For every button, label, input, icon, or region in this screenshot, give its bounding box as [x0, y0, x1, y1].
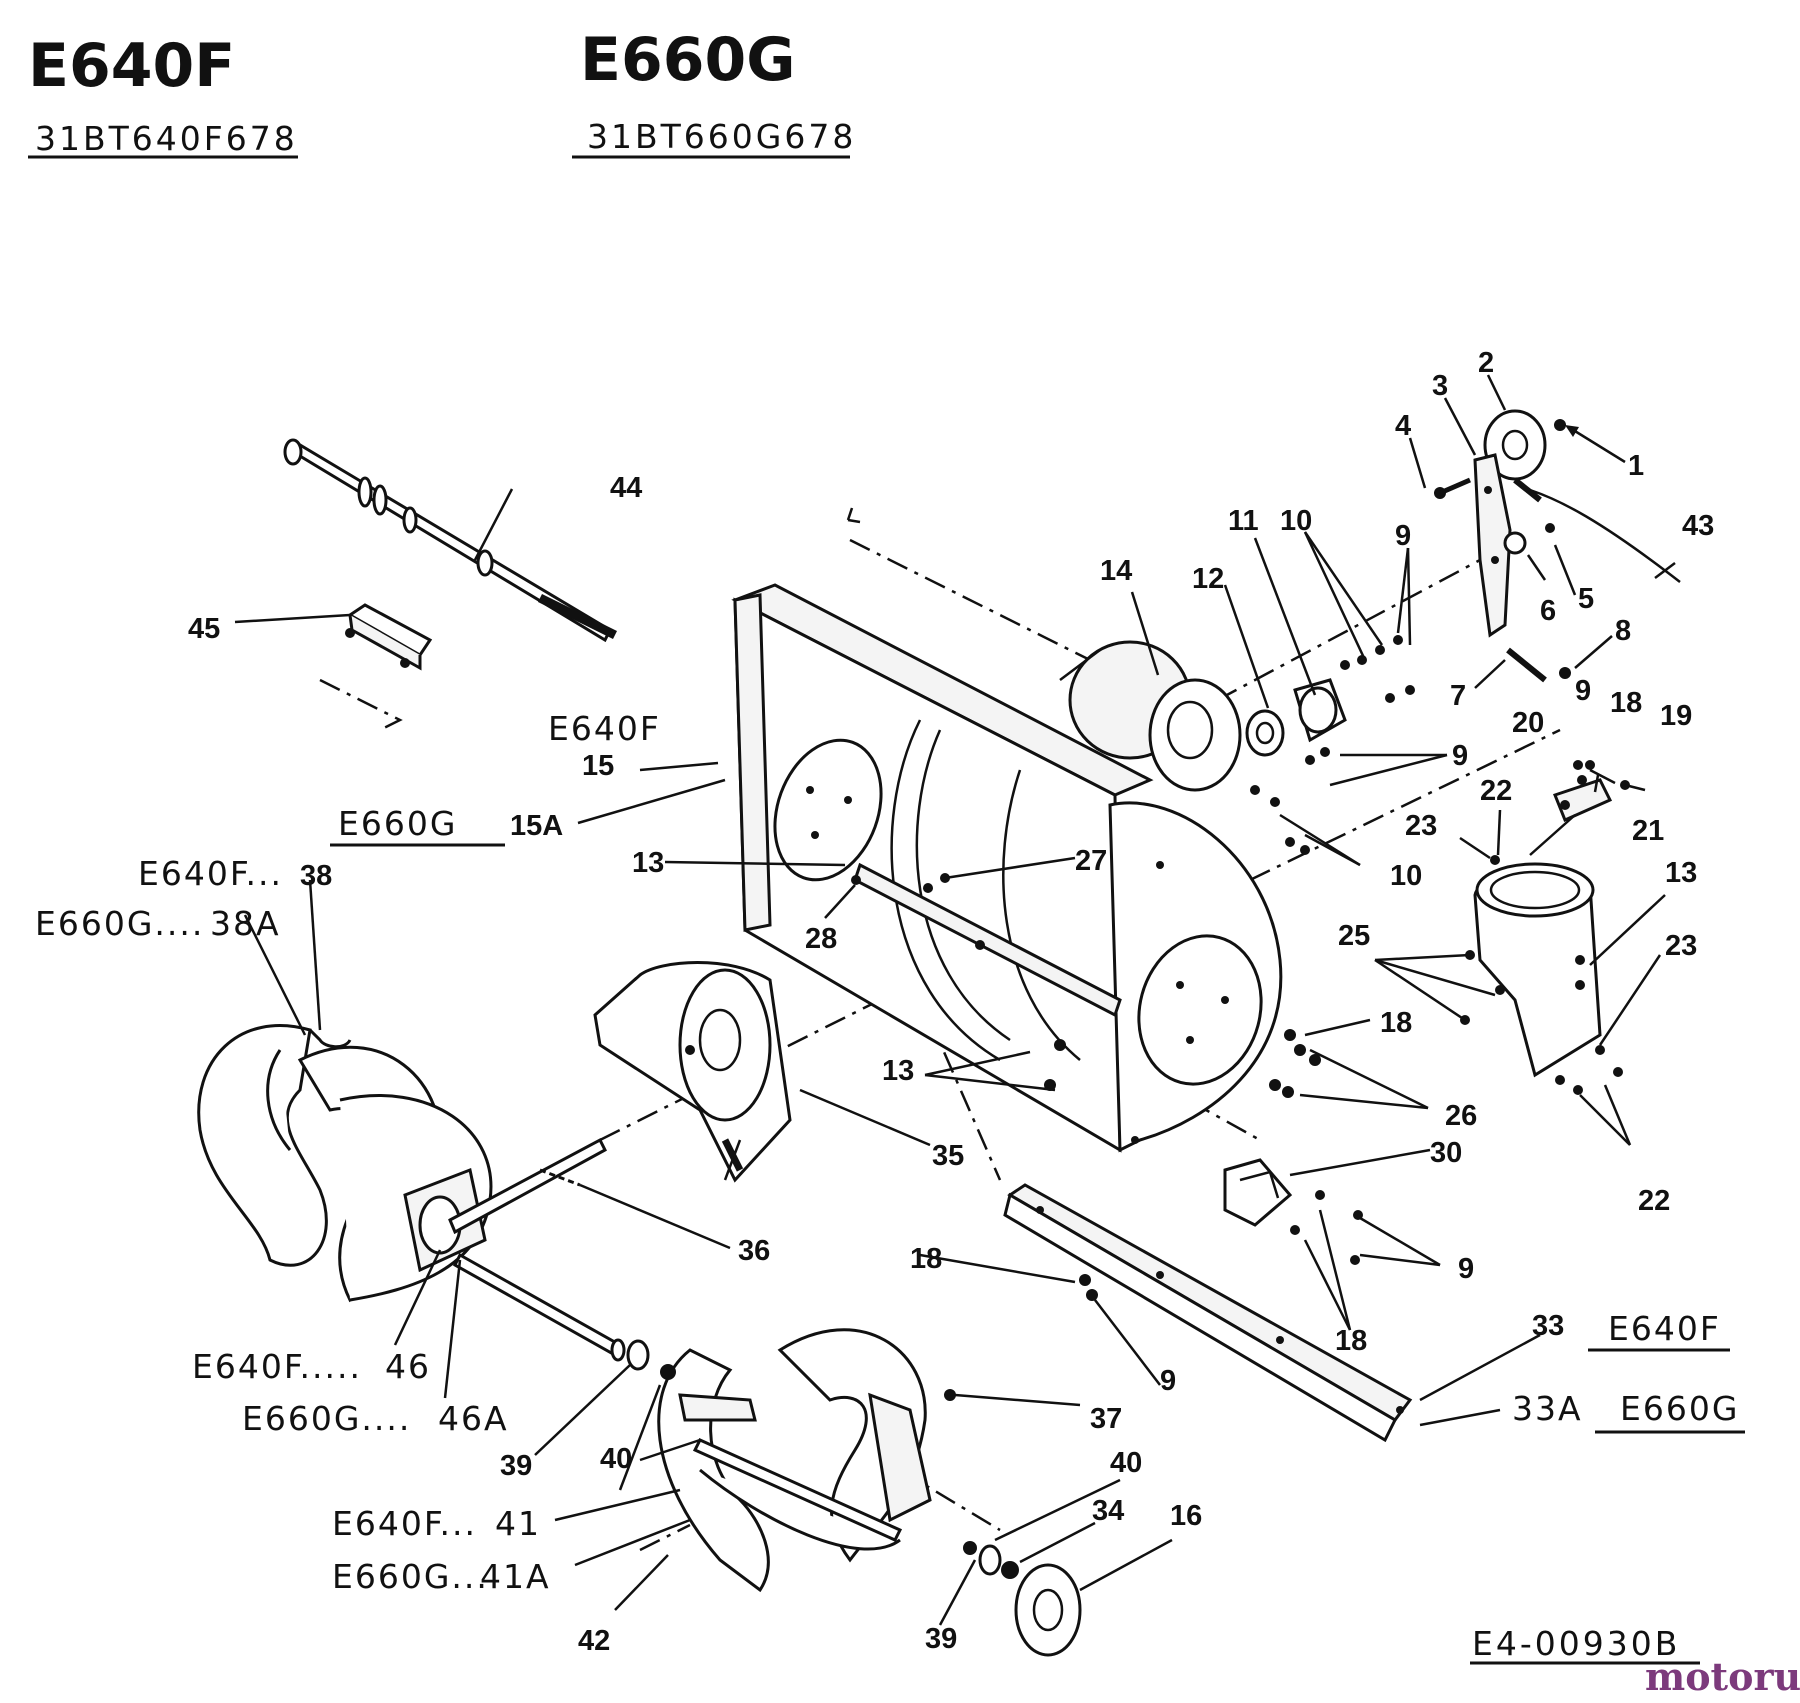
callout-42: 42: [578, 1625, 610, 1657]
callout-12: 12: [1192, 563, 1224, 595]
callout-11: 11: [1228, 505, 1259, 537]
callout-10-a: 10: [1280, 505, 1312, 537]
callout-22-a: 22: [1480, 775, 1512, 807]
auger-housing: [731, 583, 1283, 1153]
model-code-right: 31BT660G678: [587, 117, 856, 156]
callout-35: 35: [932, 1140, 964, 1172]
misc-hardware: [626, 873, 1321, 1657]
callout-46: 46: [385, 1347, 431, 1386]
callout-9-d: 9: [1458, 1253, 1474, 1285]
callout-25: 25: [1338, 920, 1370, 952]
callout-9-b: 9: [1452, 740, 1468, 772]
impeller: [593, 961, 792, 1183]
callout-26: 26: [1445, 1100, 1477, 1132]
callout-8: 8: [1615, 615, 1631, 647]
skid-shoe: [1223, 1158, 1363, 1265]
callout-30: 30: [1430, 1137, 1462, 1169]
callout-40-b: 40: [1110, 1447, 1142, 1479]
callout-9-c: 9: [1575, 675, 1591, 707]
left-auger: [197, 1024, 626, 1362]
watermark-logo: motoruf.de: [1645, 1654, 1800, 1698]
callout-44: 44: [610, 472, 642, 504]
prefix-33a: E660G: [1620, 1389, 1739, 1428]
callout-23-b: 23: [1665, 930, 1697, 962]
model-prefix-labels: E640F E660G E640F... E660G.... E640F....…: [35, 709, 1745, 1596]
callout-18-a: 18: [1610, 687, 1642, 719]
callout-6: 6: [1540, 595, 1556, 627]
prefix-38: E640F...: [138, 854, 283, 893]
callout-15: 15: [582, 750, 614, 782]
callout-9-a: 9: [1395, 520, 1411, 552]
callout-38a: 38A: [210, 904, 281, 943]
callout-36: 36: [738, 1235, 770, 1267]
callout-9-e: 9: [1160, 1365, 1176, 1397]
callout-13-c: 13: [882, 1055, 914, 1087]
prefix-46: E640F.....: [192, 1347, 362, 1386]
callout-13-a: 13: [632, 847, 664, 879]
prefix-41: E640F...: [332, 1504, 477, 1543]
callout-39-a: 39: [500, 1450, 532, 1482]
callout-1: 1: [1628, 450, 1644, 482]
callout-43: 43: [1682, 510, 1714, 542]
prefix-33: E640F: [1608, 1309, 1721, 1348]
callout-38: 38: [300, 860, 332, 892]
bearing-flange: [1245, 635, 1415, 855]
model-title-right: E660G: [580, 25, 795, 95]
prefix-38a: E660G....: [35, 904, 204, 943]
callout-45: 45: [188, 613, 220, 645]
model-title-left: E640F: [28, 31, 235, 101]
callout-22-b: 22: [1638, 1185, 1670, 1217]
callout-37: 37: [1090, 1403, 1122, 1435]
callout-23-a: 23: [1405, 810, 1437, 842]
callout-33: 33: [1532, 1310, 1564, 1342]
callout-41a: 41A: [480, 1557, 551, 1596]
callout-3: 3: [1432, 370, 1448, 402]
callout-18-c: 18: [910, 1243, 942, 1275]
callout-15a: 15A: [510, 810, 563, 842]
prefix-15: E640F: [548, 709, 661, 748]
scraper-bar: [1003, 1183, 1413, 1443]
prefix-15a: E660G: [338, 804, 457, 843]
callout-2: 2: [1478, 347, 1494, 379]
callout-13-b: 13: [1665, 857, 1697, 889]
right-auger: [639, 1328, 932, 1593]
callout-46a: 46A: [438, 1399, 509, 1438]
callout-18-d: 18: [1335, 1325, 1367, 1357]
callout-18-b: 18: [1380, 1007, 1412, 1039]
callout-39-b: 39: [925, 1623, 957, 1655]
callout-41: 41: [495, 1504, 541, 1543]
callout-16: 16: [1170, 1500, 1202, 1532]
chute-assembly: [1460, 760, 1630, 1095]
callout-10-b: 10: [1390, 860, 1422, 892]
impeller-shaft: [283, 438, 617, 643]
callout-4: 4: [1395, 410, 1411, 442]
callout-5: 5: [1578, 583, 1594, 615]
idler-bracket: [1434, 409, 1681, 683]
diagram-code: E4-00930B: [1472, 1624, 1680, 1663]
callout-21: 21: [1632, 815, 1664, 847]
prefix-41a: E660G...: [332, 1557, 489, 1596]
callout-20: 20: [1512, 707, 1544, 739]
callout-14: 14: [1100, 555, 1132, 587]
mount-bracket: [345, 603, 433, 671]
callout-33a: 33A: [1512, 1389, 1583, 1428]
callout-40-a: 40: [600, 1443, 632, 1475]
callout-7: 7: [1450, 680, 1466, 712]
callout-numbers: 1 2 3 4 5 6 7 8 9 9 9 9 9 10 10 11 12 13…: [188, 347, 1714, 1657]
callout-27: 27: [1075, 845, 1107, 877]
leader-lines: [234, 374, 1676, 1626]
callout-28: 28: [805, 923, 837, 955]
prefix-46a: E660G....: [242, 1399, 411, 1438]
callout-19: 19: [1660, 700, 1692, 732]
model-code-left: 31BT640F678: [35, 119, 298, 158]
callout-34: 34: [1092, 1495, 1124, 1527]
